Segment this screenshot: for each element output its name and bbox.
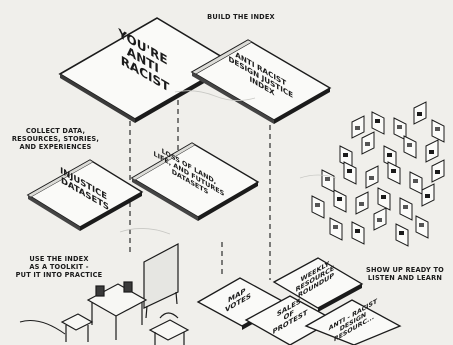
card-injustice-datasets: INJUSTICE DATASETS [28,160,142,231]
whiteboard [144,244,178,318]
small-card [404,136,416,158]
small-card [426,140,438,162]
small-card [344,162,356,184]
small-card [352,222,364,244]
small-card [330,218,342,240]
small-card [410,172,422,194]
small-card [388,162,400,184]
small-card [416,216,428,238]
small-card [422,184,434,206]
chair-group-front [150,313,188,345]
small-card [374,208,386,230]
small-card [362,132,374,154]
small-card [352,116,364,138]
card-loss-of-land: LOSS OF LAND, LIFE, AND FUTURES DATASETS [132,142,258,221]
small-card [372,112,384,134]
small-card [322,170,334,192]
small-card [414,102,426,124]
floor-line [20,321,65,335]
table-with-chairs [62,282,146,342]
small-card [396,224,408,246]
small-card [432,120,444,142]
small-card [356,192,368,214]
small-card [432,160,444,182]
small-card [366,166,378,188]
small-card [378,188,390,210]
small-card [312,196,324,218]
small-card [334,190,346,212]
small-card [400,198,412,220]
small-cards-cluster [312,102,444,246]
